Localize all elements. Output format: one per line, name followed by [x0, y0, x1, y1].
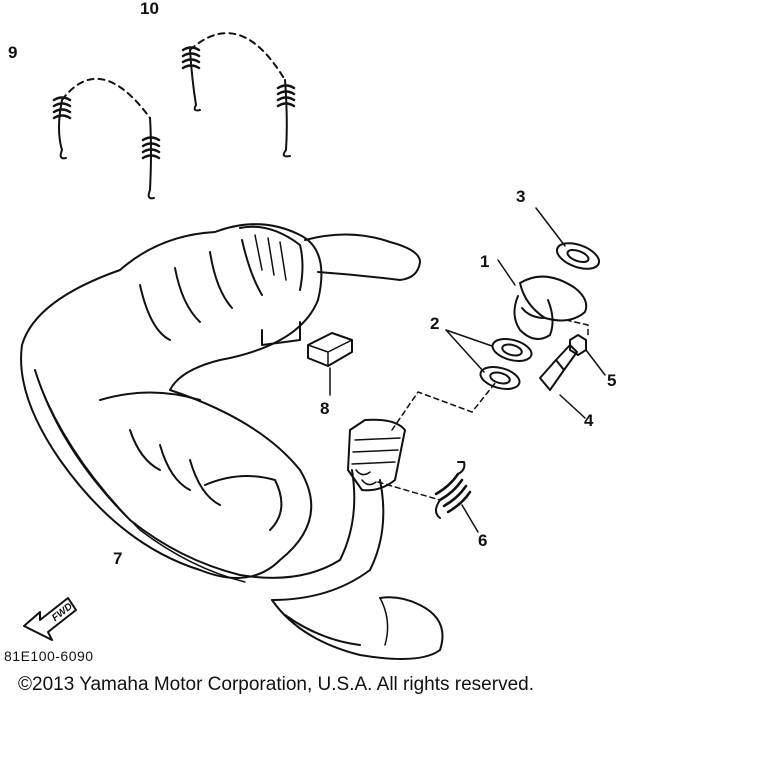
- copyright-notice: ©2013 Yamaha Motor Corporation, U.S.A. A…: [18, 674, 534, 695]
- gasket-3: [535, 207, 601, 270]
- callout-1: 1: [480, 252, 490, 271]
- spring-hook-10: [181, 32, 296, 158]
- callout-2: 2: [430, 314, 440, 333]
- spring-6: [434, 461, 479, 533]
- spring-hook-9: [52, 77, 161, 200]
- flange-1: [497, 259, 588, 340]
- callout-8: 8: [320, 399, 330, 418]
- callout-6: 6: [478, 531, 488, 550]
- nut-5: [569, 334, 606, 376]
- damper-plate-8: [307, 332, 353, 396]
- callout-3: 3: [516, 187, 526, 206]
- bolt-4: [539, 344, 586, 419]
- callout-5: 5: [607, 371, 617, 390]
- callout-4: 4: [584, 411, 594, 430]
- callout-7: 7: [113, 549, 123, 568]
- diagram-part-code: 81E100-6090: [4, 648, 94, 664]
- muffler-7: [20, 223, 421, 583]
- callout-9: 9: [8, 43, 18, 62]
- washers-2: [445, 329, 533, 390]
- fwd-arrow-icon: [23, 597, 77, 641]
- front-pipe: [239, 418, 444, 660]
- callout-10: 10: [140, 0, 159, 18]
- assembly-lines: [377, 319, 589, 501]
